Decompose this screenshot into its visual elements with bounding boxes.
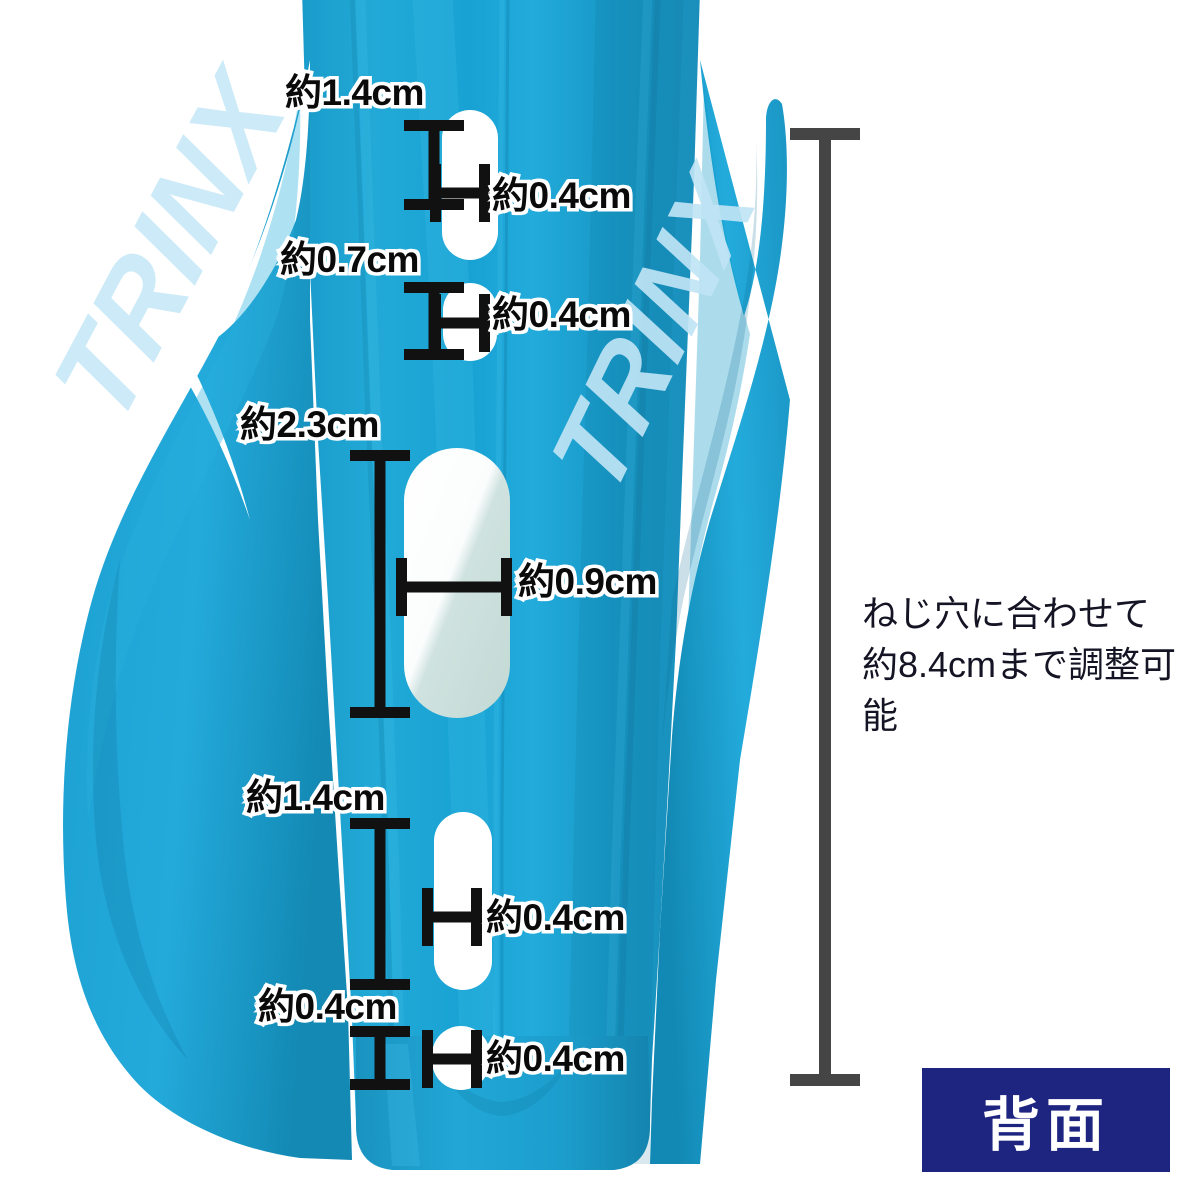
label-slot3-height: 約2.3cm (237, 403, 383, 447)
cage-right-arm: TRINX (529, 0, 900, 1164)
label-slot3-width: 約0.9cm (515, 560, 661, 604)
slot-1 (442, 110, 498, 260)
adjustment-note: ねじ穴に合わせて 約8.4cmまで調整可能 (862, 593, 1177, 737)
dimension-bar-slot3-width (396, 558, 512, 616)
dimension-bar-slot5-width (422, 1030, 482, 1088)
label-gap1: 約0.7cm (277, 238, 423, 282)
dimension-bar-slot4-width (422, 888, 482, 946)
label-slot5-width: 約0.4cm (483, 1037, 629, 1081)
dimension-bar-slot1-width (430, 164, 490, 222)
view-badge-label: 背面 (981, 1093, 1110, 1158)
label-slot5-height: 約0.4cm (255, 985, 401, 1029)
label-slot1-height: 約1.4cm (282, 71, 428, 115)
dimension-bar-slot5-height (350, 1026, 410, 1090)
label-slot2-width: 約0.4cm (489, 293, 635, 337)
dimension-bar-total-height (790, 128, 860, 1086)
label-slot1-width: 約0.4cm (489, 174, 635, 218)
label-slot4-height: 約1.4cm (243, 776, 389, 820)
dimension-bar-slot2-width (430, 294, 490, 352)
dimension-bar-slot3-height (350, 450, 410, 718)
view-badge: 背面 (922, 1068, 1170, 1172)
dimension-bar-slot4-height (350, 818, 410, 990)
label-slot4-width: 約0.4cm (483, 896, 629, 940)
